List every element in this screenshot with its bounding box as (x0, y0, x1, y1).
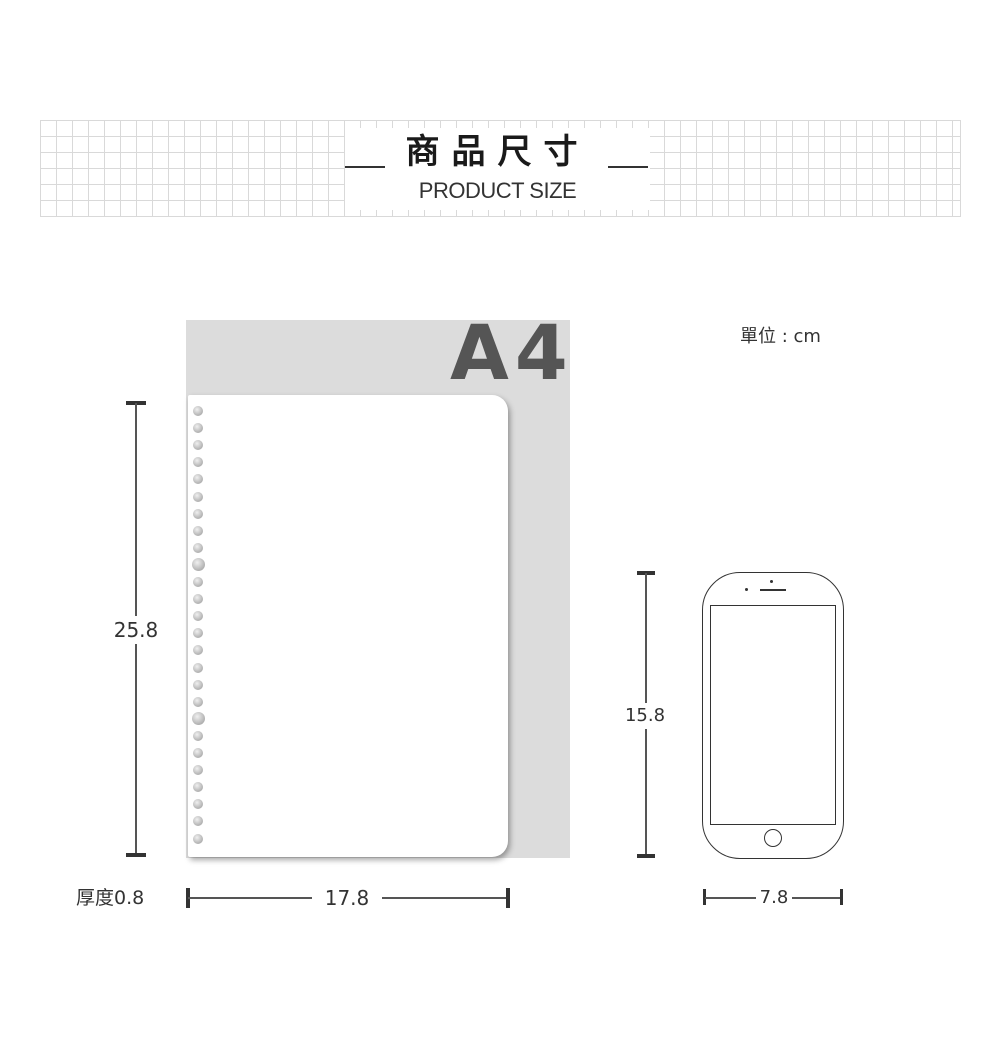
binder-hole (193, 440, 203, 451)
binder-hole (193, 457, 203, 468)
width-dimension-right-cap (506, 888, 510, 908)
binder-hole (192, 712, 205, 726)
phone-height-bottom-cap (637, 854, 655, 858)
binder-hole (193, 423, 203, 434)
thickness-label: 厚度0.8 (76, 887, 145, 909)
binder-hole (193, 696, 203, 707)
a4-label: A4 (450, 308, 574, 397)
binder-hole (193, 406, 203, 416)
binder-hole (193, 662, 203, 673)
binder-hole (193, 799, 203, 810)
phone-width-label: 7.8 (756, 885, 792, 911)
phone-width-left-cap (703, 889, 706, 905)
binder-hole (193, 748, 203, 758)
binder-hole (193, 542, 203, 553)
phone-height-label: 15.8 (620, 703, 670, 729)
phone-screen (710, 605, 836, 825)
binder-hole (193, 594, 203, 605)
binder-hole (193, 833, 203, 844)
phone-home-button (764, 829, 782, 847)
binder-hole (193, 816, 203, 827)
binder-hole (193, 679, 203, 690)
binder-hole (193, 611, 203, 622)
phone-speaker (760, 589, 786, 591)
binder-hole (193, 645, 203, 656)
binder-hole (193, 730, 203, 741)
binder-hole (193, 577, 203, 587)
unit-label: 單位 : cm (740, 326, 821, 347)
title-right-rule (608, 166, 648, 168)
binder-hole (193, 508, 203, 519)
notebook-height-label: 25.8 (106, 616, 166, 644)
binder-hole (193, 525, 203, 536)
binder-hole (193, 782, 203, 793)
binder-hole (193, 474, 203, 485)
binder-hole (193, 628, 203, 639)
title-left-rule (345, 166, 385, 168)
phone-width-right-cap (840, 889, 843, 905)
binder-hole (192, 558, 205, 572)
height-dimension-bottom-cap (126, 853, 146, 857)
title-plate (345, 128, 650, 210)
notebook-illustration (188, 395, 508, 857)
notebook-width-label: 17.8 (312, 884, 382, 912)
phone-camera (770, 580, 773, 583)
page-title: 商品尺寸 (405, 132, 590, 172)
phone-sensor (745, 588, 748, 591)
binder-hole (193, 491, 203, 502)
binder-hole (193, 765, 203, 776)
page-subtitle: PRODUCT SIZE (418, 178, 577, 203)
